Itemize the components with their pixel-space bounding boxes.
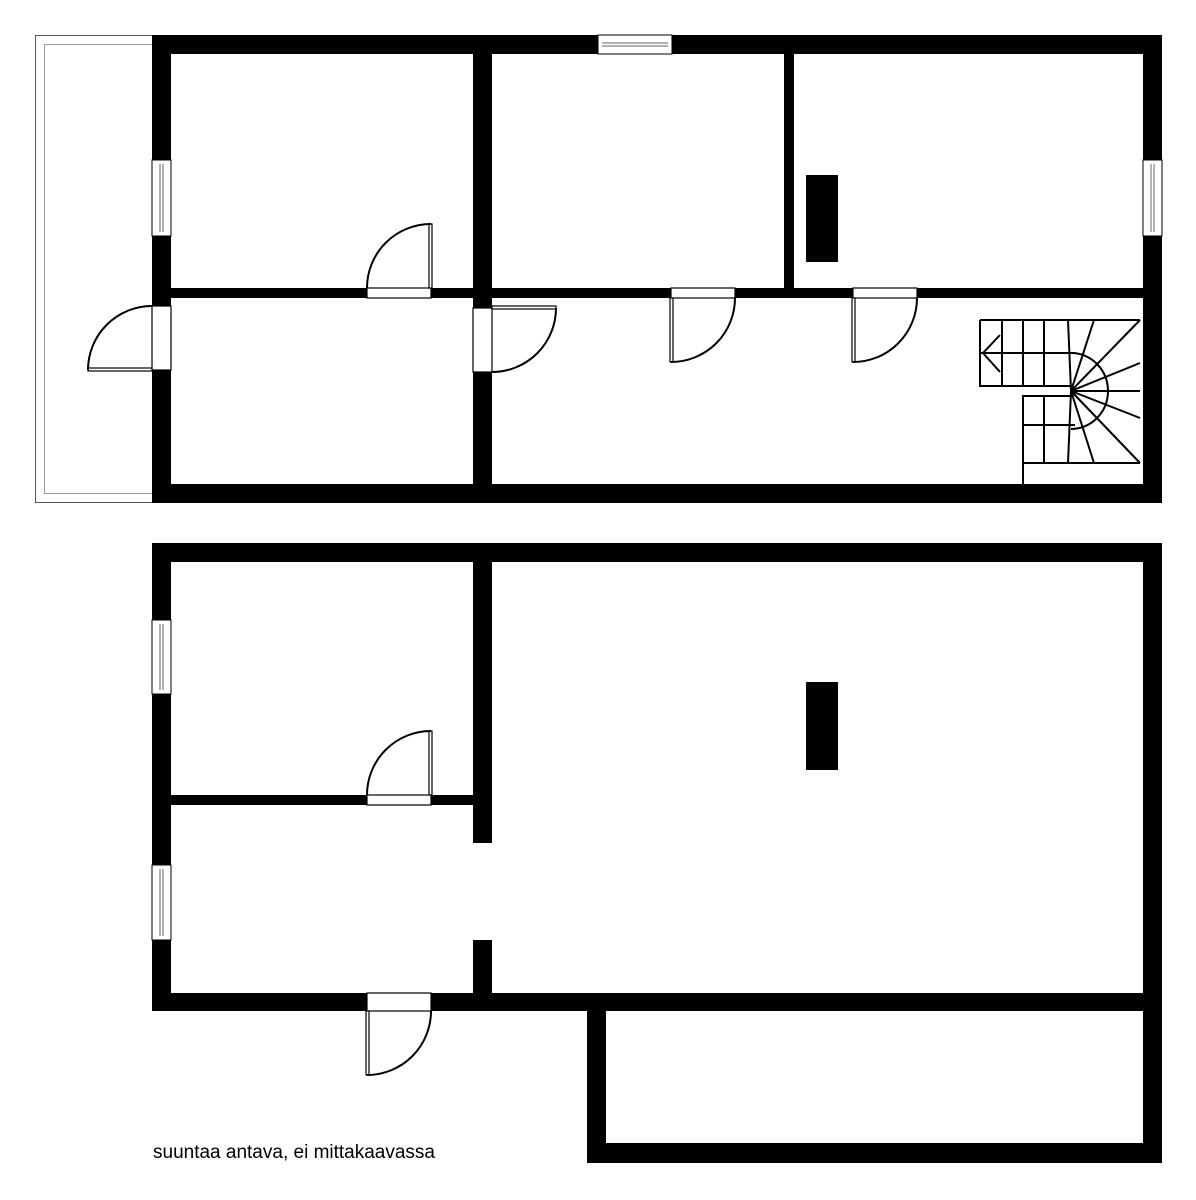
lower-walls: [152, 543, 1162, 1163]
scale-disclaimer: suuntaa antava, ei mittakaavassa: [153, 1142, 436, 1163]
staircase: [979, 319, 1141, 484]
upper-floor: [35, 34, 1163, 503]
upper-walls: [152, 35, 1162, 503]
door: [669, 287, 736, 363]
door: [851, 287, 918, 363]
balcony-door: [87, 305, 172, 372]
balcony: [35, 35, 153, 503]
door: [366, 730, 433, 806]
entrance-door: [365, 992, 432, 1076]
door: [366, 223, 433, 299]
door: [472, 305, 557, 373]
chimney: [806, 682, 838, 770]
window: [1142, 159, 1163, 237]
window: [151, 159, 172, 237]
chimney: [806, 175, 838, 262]
window: [597, 34, 673, 55]
window: [151, 619, 172, 695]
lower-floor: [151, 543, 1162, 1163]
window: [151, 864, 172, 941]
